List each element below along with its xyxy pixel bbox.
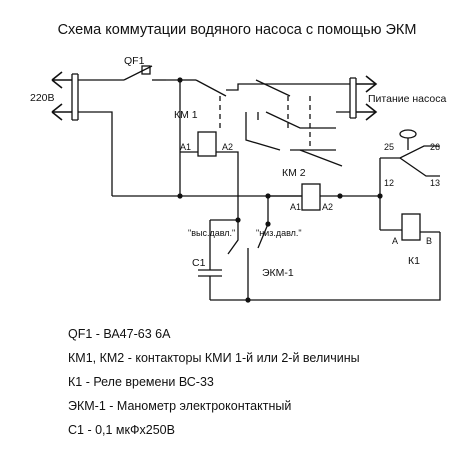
km2-a2-label: A2	[322, 202, 333, 212]
capacitor-c1	[198, 258, 222, 300]
neutral-wire	[78, 111, 113, 196]
km2-label: КМ 2	[282, 167, 306, 179]
km2-a1-label: A1	[290, 202, 301, 212]
breaker-qf1	[123, 65, 166, 81]
diagram-title: Схема коммутации водяного насоса с помощ…	[57, 22, 417, 38]
c1-label: C1	[192, 257, 206, 269]
terminal-12-label: 12	[384, 178, 394, 188]
km1-coil	[180, 131, 239, 220]
legend-item: С1 - 0,1 мкФх250В	[68, 423, 175, 437]
mains-voltage-label: 220В	[30, 92, 55, 104]
km1-a2-label: A2	[222, 142, 233, 152]
km1-label: КМ 1	[174, 109, 198, 121]
high-pressure-label: "выс.давл."	[188, 228, 235, 238]
legend-item: ЭКМ-1 - Манометр электроконтактный	[68, 399, 292, 413]
timer-relay-contacts	[379, 129, 440, 230]
top-bus	[166, 79, 181, 196]
k1-label: К1	[408, 255, 420, 267]
km1-power-contacts	[195, 79, 336, 132]
terminal-13-label: 13	[430, 178, 440, 188]
km1-a1-label: A1	[180, 142, 191, 152]
pump-power-label: Питание насоса	[368, 93, 446, 105]
relay-a-label: A	[392, 236, 398, 246]
legend-item: КМ1, КМ2 - контакторы КМИ 1-й или 2-й ве…	[68, 351, 360, 365]
terminal-25-label: 25	[384, 142, 394, 152]
legend-item: К1 - Реле времени ВС-33	[68, 375, 214, 389]
legend: QF1 - ВА47-63 6А КМ1, КМ2 - контакторы К…	[68, 322, 360, 442]
relay-b-label: B	[426, 236, 432, 246]
high-pressure-contact	[209, 217, 241, 258]
km2-power-contacts	[245, 96, 343, 167]
bottom-return-wire	[210, 232, 441, 301]
timer-relay-coil-k1	[380, 213, 440, 241]
legend-item: QF1 - ВА47-63 6А	[68, 327, 171, 341]
terminal-26-label: 26	[430, 142, 440, 152]
ekm1-label: ЭКМ-1	[262, 267, 294, 279]
mains-terminal-left	[51, 71, 79, 121]
low-pressure-label: "низ.давл."	[256, 228, 302, 238]
low-pressure-contact	[247, 196, 271, 300]
pump-terminal-right	[336, 75, 378, 121]
qf1-label: QF1	[124, 55, 145, 67]
